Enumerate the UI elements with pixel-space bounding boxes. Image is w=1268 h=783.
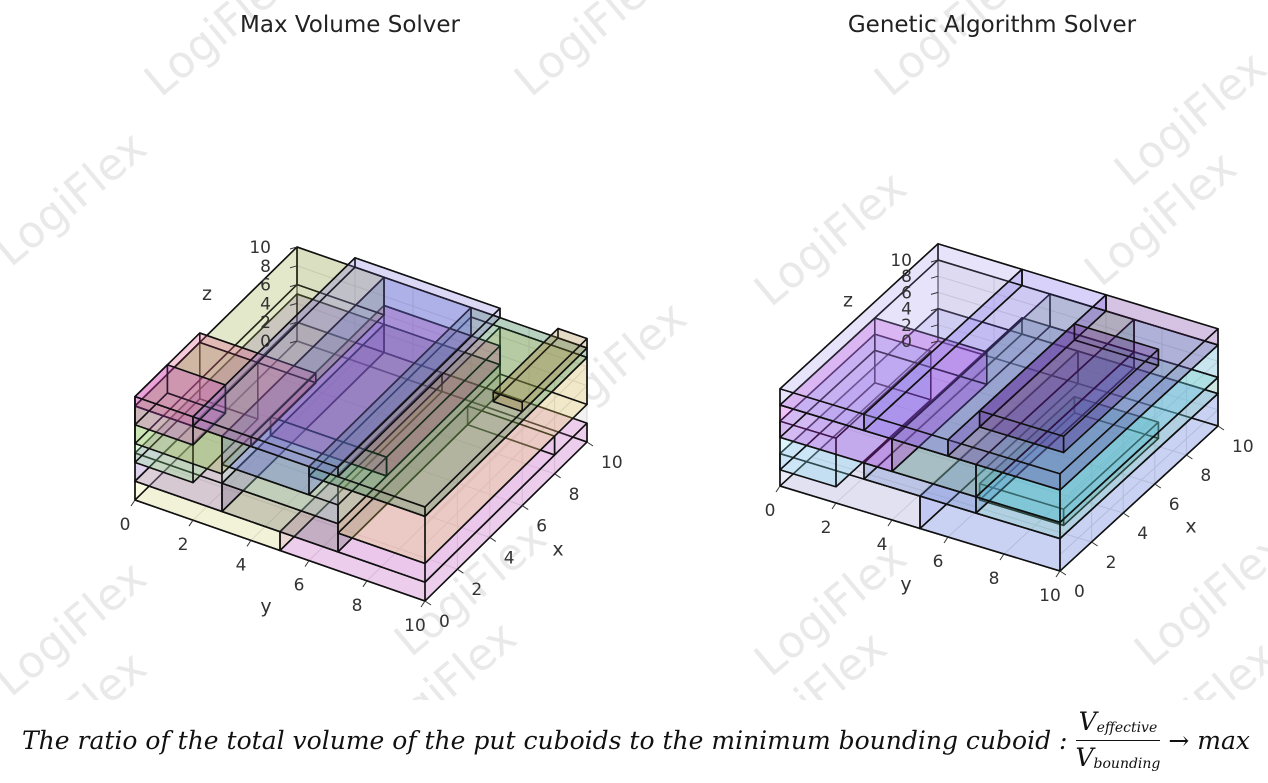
tick-label: 4 xyxy=(901,300,912,320)
caption-text: The ratio of the total volume of the put… xyxy=(22,725,1068,755)
watermark-text: LogiFlex xyxy=(0,121,156,276)
tick-label: 6 xyxy=(901,283,912,303)
x-axis-label: x xyxy=(1185,516,1196,538)
tick-label: 4 xyxy=(877,535,888,555)
cuboids xyxy=(779,243,1219,572)
cuboid xyxy=(863,317,1135,514)
cuboid xyxy=(134,293,385,513)
tick-label: 4 xyxy=(236,555,247,575)
fraction-numerator: Veffective xyxy=(1075,709,1161,741)
tick-label: 8 xyxy=(260,257,271,277)
cuboid xyxy=(192,257,501,478)
y-axis-label: y xyxy=(260,596,271,618)
tick-label: 6 xyxy=(260,276,271,296)
cuboid xyxy=(779,317,988,473)
tick-label: 4 xyxy=(1137,524,1148,544)
cuboid xyxy=(337,326,588,565)
cuboid xyxy=(978,395,1160,527)
chart-title: Genetic Algorithm Solver xyxy=(848,12,1137,38)
cuboid xyxy=(891,293,1135,498)
tick-label: 2 xyxy=(260,313,271,333)
cuboids xyxy=(134,246,588,602)
caption-suffix: → max xyxy=(1168,725,1250,755)
cuboid xyxy=(308,306,588,518)
cuboid xyxy=(134,246,385,475)
cuboid xyxy=(863,268,1107,457)
denominator-subscript: bounding xyxy=(1093,756,1161,772)
tick-label: 8 xyxy=(1200,466,1211,486)
tick-label: 4 xyxy=(504,548,515,568)
fraction-denominator: Vbounding xyxy=(1075,743,1161,772)
tick-label: 6 xyxy=(933,552,944,572)
tick-label: 0 xyxy=(260,332,271,352)
cuboid xyxy=(779,243,1023,432)
cuboid xyxy=(134,364,227,446)
tick-label: 0 xyxy=(765,501,776,521)
max-volume-plot: Max Volume Solver024681002468100246810xy… xyxy=(120,12,623,636)
chart-title: Max Volume Solver xyxy=(240,12,461,38)
cuboid xyxy=(779,333,932,488)
tick-label: 0 xyxy=(439,612,450,632)
numerator-subscript: effective xyxy=(1096,720,1158,736)
x-axis-label: x xyxy=(552,539,563,561)
tick-label: 2 xyxy=(821,518,832,538)
tick-label: 8 xyxy=(901,267,912,287)
z-axis-label: z xyxy=(202,283,212,305)
tick-label: 10 xyxy=(890,251,912,271)
formula-fraction: Veffective Vbounding xyxy=(1075,709,1160,771)
y-axis-label: y xyxy=(900,574,911,596)
cuboid xyxy=(978,323,1160,454)
cuboid xyxy=(492,327,588,413)
tick-label: 6 xyxy=(1169,495,1180,515)
genetic-algorithm-plot: Genetic Algorithm Solver0246810024681002… xyxy=(765,12,1254,606)
tick-label: 2 xyxy=(1106,553,1117,573)
tick-label: 8 xyxy=(352,596,363,616)
watermark-text: LogiFlex xyxy=(505,0,676,106)
tick-label: 8 xyxy=(569,485,580,505)
tick-label: 2 xyxy=(901,316,912,336)
tick-label: 10 xyxy=(601,453,623,473)
tick-label: 10 xyxy=(1039,586,1061,606)
tick-label: 6 xyxy=(294,576,305,596)
tick-label: 10 xyxy=(1232,437,1254,457)
tick-label: 8 xyxy=(989,569,1000,589)
tick-label: 0 xyxy=(120,515,131,535)
tick-label: 2 xyxy=(471,580,482,600)
tick-label: 2 xyxy=(178,535,189,555)
tick-label: 4 xyxy=(260,294,271,314)
z-axis-label: z xyxy=(843,290,853,312)
tick-label: 10 xyxy=(249,238,271,258)
formula-caption: The ratio of the total volume of the put… xyxy=(22,700,1262,780)
tick-label: 10 xyxy=(404,616,426,636)
tick-label: 6 xyxy=(536,517,547,537)
tick-label: 0 xyxy=(1074,582,1085,602)
tick-label: 0 xyxy=(901,332,912,352)
